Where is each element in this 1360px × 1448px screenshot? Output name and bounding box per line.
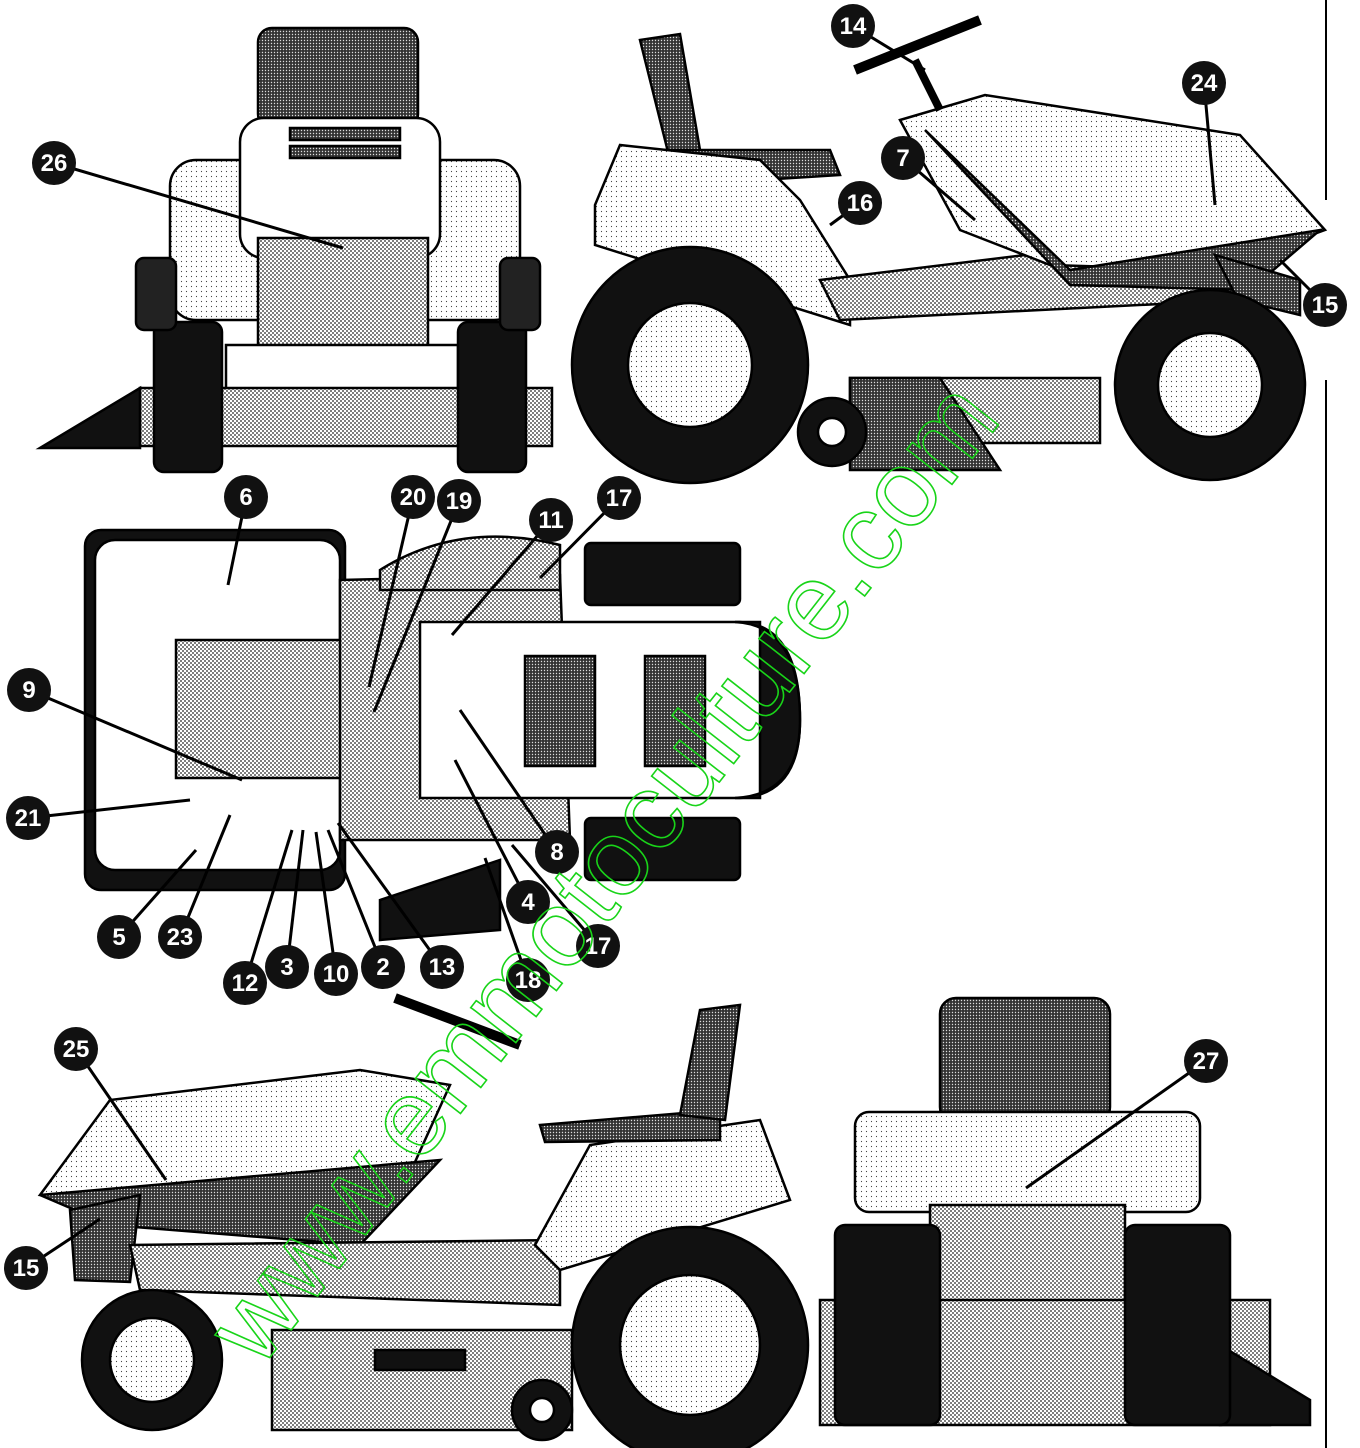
callout-8: 8: [535, 830, 579, 874]
svg-text:9: 9: [22, 677, 35, 704]
svg-text:24: 24: [1191, 70, 1218, 97]
callout-24: 24: [1182, 61, 1226, 105]
svg-text:18: 18: [515, 967, 542, 994]
svg-text:15: 15: [13, 1255, 40, 1282]
svg-text:27: 27: [1193, 1048, 1220, 1075]
callout-6: 6: [224, 475, 268, 519]
svg-text:13: 13: [429, 954, 456, 981]
callout-5: 5: [97, 915, 141, 959]
left-side-view: [570, 15, 1328, 485]
callout-2: 2: [361, 945, 405, 989]
callout-17-bottom: 17: [576, 924, 620, 968]
svg-text:16: 16: [847, 190, 874, 217]
callout-19: 19: [437, 479, 481, 523]
right-side-view: [37, 993, 810, 1448]
svg-text:17: 17: [585, 933, 612, 960]
svg-text:2: 2: [376, 954, 389, 981]
callout-15-bottom: 15: [4, 1246, 48, 1290]
svg-text:26: 26: [41, 150, 68, 177]
svg-text:10: 10: [323, 961, 350, 988]
callout-10: 10: [314, 952, 358, 996]
svg-text:8: 8: [550, 839, 563, 866]
callout-11: 11: [529, 498, 573, 542]
callout-20: 20: [391, 475, 435, 519]
svg-text:20: 20: [400, 484, 427, 511]
callout-3: 3: [265, 945, 309, 989]
right-margin-rule-top: [1325, 0, 1327, 200]
callout-21: 21: [6, 796, 50, 840]
callout-18: 18: [506, 958, 550, 1002]
svg-text:15: 15: [1312, 292, 1339, 319]
callout-14: 14: [831, 4, 875, 48]
right-margin-rule-bottom: [1325, 380, 1327, 1448]
callout-26: 26: [32, 141, 76, 185]
svg-text:4: 4: [521, 889, 535, 916]
svg-text:6: 6: [239, 484, 252, 511]
top-view: [83, 528, 802, 942]
svg-text:19: 19: [446, 488, 473, 515]
callout-13: 13: [420, 945, 464, 989]
svg-text:12: 12: [232, 970, 259, 997]
callout-16: 16: [838, 181, 882, 225]
svg-text:7: 7: [896, 145, 909, 172]
svg-text:11: 11: [538, 507, 563, 534]
svg-text:5: 5: [112, 924, 125, 951]
rear-view: [818, 996, 1312, 1427]
callout-4: 4: [506, 880, 550, 924]
callout-27: 27: [1184, 1039, 1228, 1083]
callout-7: 7: [881, 136, 925, 180]
svg-text:21: 21: [15, 805, 42, 832]
front-view: [35, 26, 554, 474]
callout-25: 25: [54, 1027, 98, 1071]
svg-text:23: 23: [167, 924, 194, 951]
callout-15-top: 15: [1303, 283, 1347, 327]
callout-17-top: 17: [597, 476, 641, 520]
svg-text:14: 14: [840, 13, 867, 40]
svg-text:17: 17: [606, 485, 633, 512]
callout-9: 9: [7, 668, 51, 712]
svg-text:25: 25: [63, 1036, 90, 1063]
callout-23: 23: [158, 915, 202, 959]
callout-12: 12: [223, 961, 267, 1005]
svg-text:3: 3: [280, 954, 293, 981]
